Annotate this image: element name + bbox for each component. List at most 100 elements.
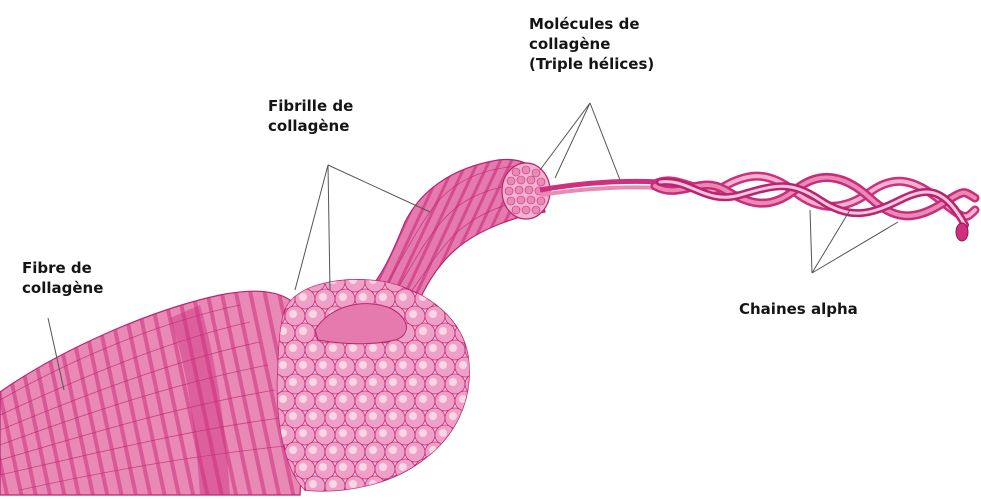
fibril-highlight xyxy=(469,310,477,318)
fibril-highlight xyxy=(469,378,477,386)
fibril-highlight xyxy=(329,344,337,352)
fibril-highlight xyxy=(439,361,447,369)
fibril-highlight xyxy=(419,463,427,471)
fibril-highlight xyxy=(379,463,387,471)
fibril-highlight xyxy=(369,412,377,420)
fibril-highlight xyxy=(439,395,447,403)
fibril-highlight xyxy=(369,344,377,352)
fibril-highlight xyxy=(399,361,407,369)
fibril-highlight xyxy=(329,412,337,420)
fibril-highlight xyxy=(299,429,307,437)
fibril-highlight xyxy=(469,480,477,488)
label-fibrille-line-2: collagène xyxy=(268,116,353,136)
fibril-highlight xyxy=(309,480,317,488)
fibril-highlight xyxy=(459,293,467,301)
fibril-highlight xyxy=(389,378,397,386)
fibril-highlight xyxy=(319,395,327,403)
fibril-highlight xyxy=(289,276,297,284)
fibril-highlight xyxy=(429,344,437,352)
fibril-highlight xyxy=(389,446,397,454)
fibril-highlight xyxy=(429,480,437,488)
fibril-highlight xyxy=(409,344,417,352)
fibril-cross-section xyxy=(455,323,475,343)
fibril-highlight xyxy=(389,480,397,488)
fibril-cross-section xyxy=(385,476,405,496)
fibril-highlight xyxy=(329,480,337,488)
fibril-highlight xyxy=(289,412,297,420)
fibril-highlight xyxy=(379,293,387,301)
fibril-highlight xyxy=(409,412,417,420)
fibril-highlight xyxy=(279,395,287,403)
fibril-cross-section xyxy=(455,425,475,445)
fibril-highlight xyxy=(339,293,347,301)
fibril-highlight xyxy=(449,480,457,488)
fibril-highlight xyxy=(369,378,377,386)
fibril-highlight xyxy=(299,395,307,403)
fibre-cross-section xyxy=(265,272,485,496)
fibril-highlight xyxy=(409,480,417,488)
collagen-fibre xyxy=(0,291,302,495)
fibril-cross-section xyxy=(305,272,325,292)
fibril-cross-section xyxy=(465,272,485,292)
fibril-highlight xyxy=(339,361,347,369)
fibril-cross-section xyxy=(425,476,445,496)
fibril-highlight xyxy=(459,361,467,369)
fibril-highlight xyxy=(309,276,317,284)
fibril-cross-section xyxy=(465,408,485,428)
fibril-highlight xyxy=(409,378,417,386)
fibril-highlight xyxy=(339,395,347,403)
fibril-highlight xyxy=(469,344,477,352)
label-collagen-fibril: Fibrille de collagène xyxy=(268,96,353,136)
fibril-highlight xyxy=(299,463,307,471)
fibril-highlight xyxy=(299,361,307,369)
fibril-highlight xyxy=(299,293,307,301)
fibril-highlight xyxy=(389,344,397,352)
fibril-highlight xyxy=(429,412,437,420)
fibril-highlight xyxy=(449,378,457,386)
fibril-cross-section xyxy=(265,272,285,292)
fibril-highlight xyxy=(359,463,367,471)
fibril-highlight xyxy=(329,378,337,386)
fibril-highlight xyxy=(289,446,297,454)
fibril-highlight xyxy=(409,310,417,318)
fibril-highlight xyxy=(379,429,387,437)
fibril-highlight xyxy=(359,293,367,301)
fibril-highlight xyxy=(319,361,327,369)
fibril-highlight xyxy=(399,429,407,437)
fibril-highlight xyxy=(309,310,317,318)
label-alpha-chains: Chaines alpha xyxy=(739,299,858,319)
fibril-cross-section xyxy=(445,476,465,496)
fibril-cross-section xyxy=(425,442,445,462)
label-alpha-text: Chaines alpha xyxy=(739,299,858,319)
fibril-highlight xyxy=(449,310,457,318)
fibril-highlight xyxy=(309,378,317,386)
fibril-highlight xyxy=(449,344,457,352)
fibril-highlight xyxy=(419,361,427,369)
fibril-highlight xyxy=(329,446,337,454)
fibril-highlight xyxy=(349,446,357,454)
fibril-highlight xyxy=(449,446,457,454)
fibril-cross-section xyxy=(465,340,485,360)
label-collagen-molecules: Molécules de collagène (Triple hélices) xyxy=(529,14,654,74)
fibril-cross-section xyxy=(455,289,475,309)
fibril-highlight xyxy=(349,378,357,386)
fibril-highlight xyxy=(319,429,327,437)
fibril-highlight xyxy=(309,446,317,454)
fibril-highlight xyxy=(429,378,437,386)
fibril-highlight xyxy=(459,327,467,335)
fibril-highlight xyxy=(369,446,377,454)
label-molecules-line-3: (Triple hélices) xyxy=(529,54,654,74)
fibril-highlight xyxy=(429,310,437,318)
fibril-highlight xyxy=(459,429,467,437)
label-collagen-fibre: Fibre de collagène xyxy=(22,258,103,298)
fibril-highlight xyxy=(409,446,417,454)
fibril-highlight xyxy=(309,412,317,420)
fibril-highlight xyxy=(389,412,397,420)
label-fibrille-line-1: Fibrille de xyxy=(268,96,353,116)
fibril-highlight xyxy=(419,429,427,437)
fibril-highlight xyxy=(469,276,477,284)
fibril-cross-section xyxy=(465,306,485,326)
fibril-highlight xyxy=(269,276,277,284)
fibril-highlight xyxy=(439,429,447,437)
